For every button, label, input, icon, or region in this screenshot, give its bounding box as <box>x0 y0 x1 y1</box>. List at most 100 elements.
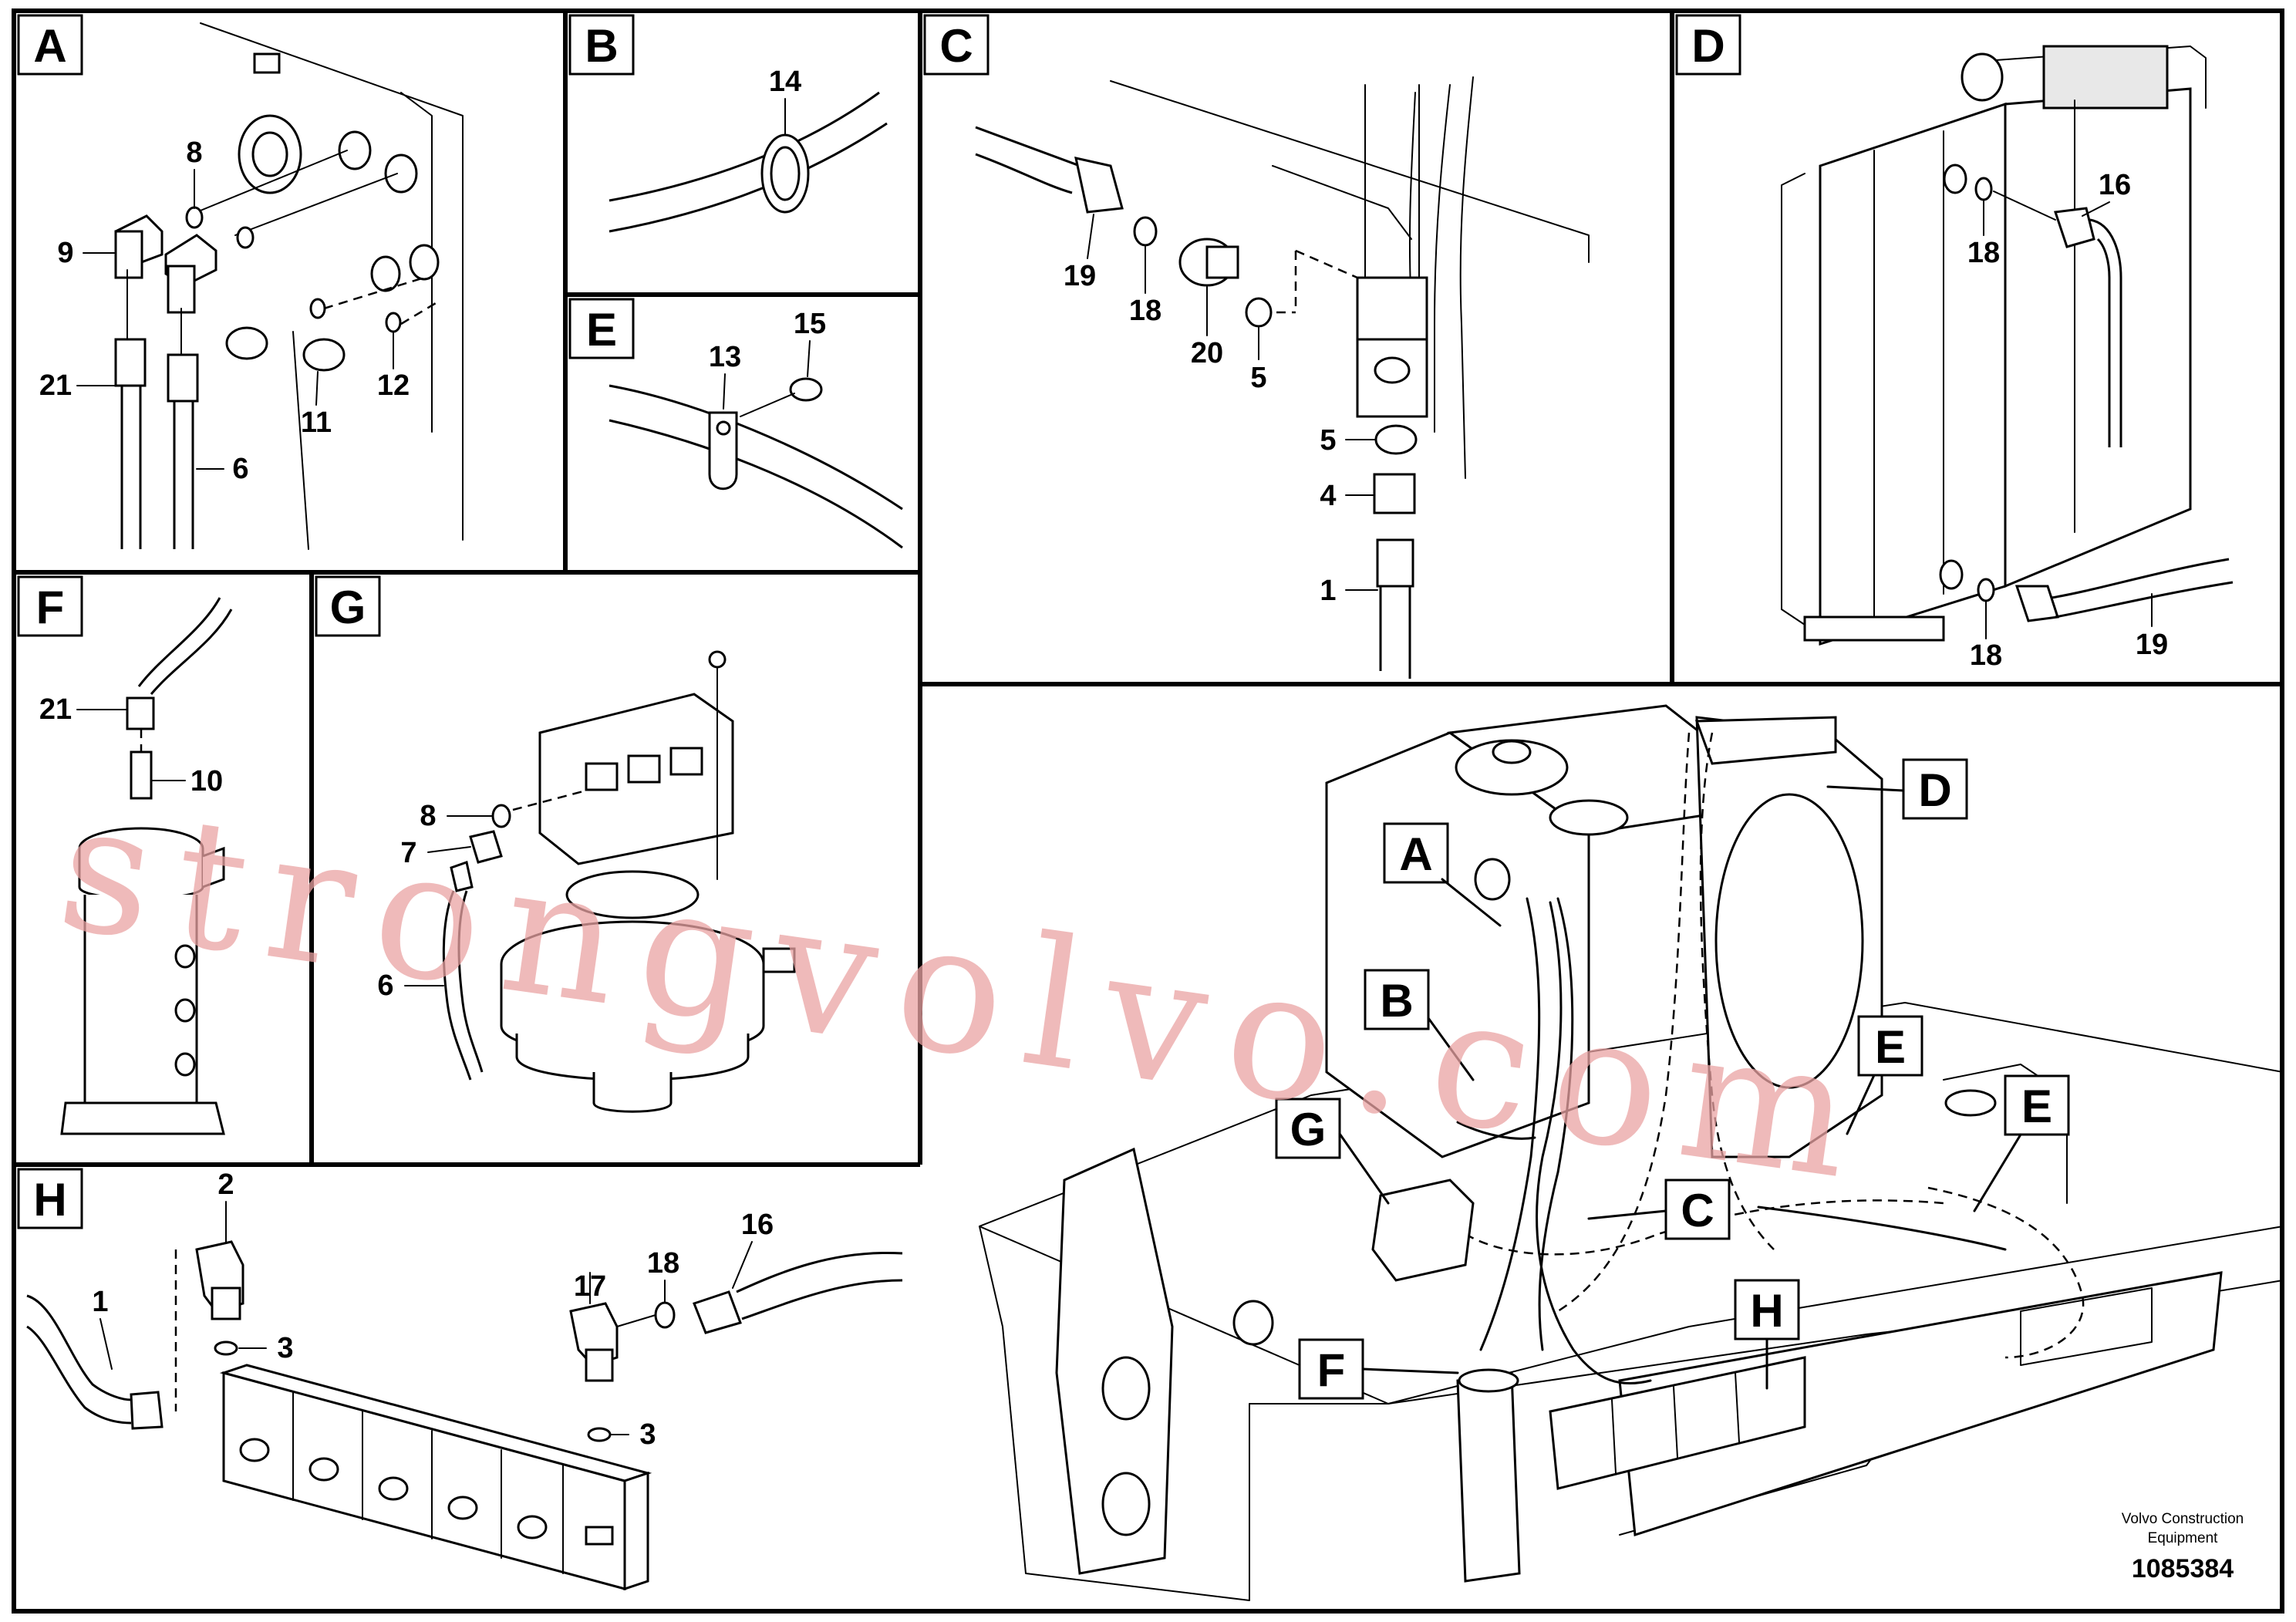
hose-e-bot <box>609 419 903 549</box>
callout-c-20: 20 <box>1191 337 1223 369</box>
leader-e-13 <box>723 373 726 410</box>
swivel-port-3 <box>174 1052 196 1077</box>
panel-d: D 16 18 18 19 <box>1675 14 2234 672</box>
cv-port-2 <box>308 1457 339 1482</box>
panel-letter-b: B <box>585 20 618 72</box>
c-o-ring-18 <box>1133 216 1158 247</box>
callout-c-5b: 5 <box>1320 424 1336 457</box>
hose-cooler-dashed <box>1699 732 1775 1250</box>
leader-h-16 <box>732 1241 753 1289</box>
c-nut-4 <box>1373 473 1416 514</box>
cooler-right-core <box>2004 87 2192 588</box>
g-hose-r <box>457 890 484 1073</box>
cooler-fins <box>2042 45 2169 110</box>
cv-port-1 <box>239 1438 270 1462</box>
hose-b-top <box>609 91 880 202</box>
h-elbow-2-body <box>211 1286 241 1320</box>
panel-letter-box-a <box>17 14 83 76</box>
motor-valve-port-1 <box>585 762 619 791</box>
tag-box-g <box>1275 1098 1341 1159</box>
tag-arrow-a <box>1441 878 1502 927</box>
d-hose-19-bot <box>2055 581 2234 619</box>
callout-c-19: 19 <box>1064 260 1096 292</box>
callout-c-5a: 5 <box>1250 362 1266 394</box>
callout-e-15: 15 <box>794 308 826 340</box>
cooler-base <box>1803 615 1945 642</box>
tank-edge-inner <box>400 92 433 433</box>
leader-e-15 <box>807 340 811 377</box>
callout-e-13: 13 <box>709 341 741 373</box>
callout-a-21: 21 <box>39 369 72 402</box>
overview-callouts: A B C D E E F G H <box>1275 758 2070 1400</box>
h-o-ring-3b <box>587 1427 612 1442</box>
callout-a-6: 6 <box>232 453 248 485</box>
ocv-sec-1 <box>1611 1399 1617 1474</box>
counterweight-face <box>1618 1271 2223 1536</box>
g-dash <box>512 789 587 811</box>
callout-f-10: 10 <box>190 765 223 798</box>
callout-a-11: 11 <box>301 406 332 439</box>
elbow-9-body <box>114 230 143 279</box>
tag-arrow-f <box>1361 1367 1459 1374</box>
maker-line-2: Equipment <box>2148 1530 2219 1546</box>
motor-neck <box>565 870 700 919</box>
hose-tank-2 <box>1538 897 1574 1351</box>
motor-side-port <box>762 947 796 973</box>
motor-valve-port-2 <box>627 754 661 784</box>
panel-letter-box-d <box>1675 14 1741 76</box>
cv-port-4 <box>447 1496 478 1520</box>
f-hose-l <box>137 597 221 687</box>
callout-c-18: 18 <box>1129 295 1161 327</box>
callout-b-14: 14 <box>769 66 801 98</box>
hose-e-solid <box>1757 1206 2007 1251</box>
swivel-port-2 <box>174 998 196 1023</box>
d-port-top <box>1943 164 1967 194</box>
tank-port-large-bore <box>251 131 288 177</box>
c-hose-2 <box>1459 76 1474 479</box>
o-ring-8 <box>185 206 204 229</box>
hose-end-21 <box>114 338 147 387</box>
control-valve-end <box>623 1471 649 1591</box>
tag-g: G <box>1290 1104 1327 1155</box>
motor-dipstick-ring <box>708 650 727 669</box>
callout-h-2: 2 <box>217 1168 234 1201</box>
outer-frame <box>12 8 2284 1614</box>
swivel-base <box>60 1101 225 1135</box>
callout-g-7: 7 <box>400 837 416 869</box>
callout-c-1: 1 <box>1320 575 1336 607</box>
callout-f-21: 21 <box>39 693 72 726</box>
c-fitting-1 <box>1376 538 1414 588</box>
tag-f: F <box>1317 1344 1346 1396</box>
tank-edge <box>200 22 464 541</box>
right-cover <box>2020 1287 2153 1366</box>
panel-letter-box-b <box>568 14 635 76</box>
o-ring-8b <box>236 226 255 249</box>
tank-port-1 <box>338 130 372 170</box>
panel-letter-g: G <box>330 582 366 633</box>
leader-h-1 <box>99 1318 113 1370</box>
h-nut-16 <box>693 1290 742 1334</box>
callout-h-3a: 3 <box>277 1332 293 1364</box>
tag-a: A <box>1399 828 1432 880</box>
d-hose-19-top <box>2051 558 2230 599</box>
maker-line-1: Volvo Construction <box>2122 1511 2244 1527</box>
cooler-side-frame <box>1781 173 1805 626</box>
cv-port-5 <box>517 1515 548 1539</box>
h-hose-16-top <box>736 1251 903 1293</box>
clamp-13-hole <box>716 420 731 436</box>
d-o-ring-18a <box>1974 177 1993 201</box>
leader-a-11 <box>315 371 319 406</box>
tag-e2: E <box>2021 1081 2052 1132</box>
c-o-ring-5b <box>1374 424 1418 455</box>
tag-box-b <box>1364 969 1430 1030</box>
tag-e1: E <box>1875 1021 1906 1073</box>
o-ring-11a <box>309 298 326 319</box>
bolt-line <box>740 393 795 417</box>
elbow-6-body <box>167 265 196 314</box>
dash-a1 <box>323 276 425 310</box>
panel-letter-box-f <box>17 575 83 637</box>
panel-letter-box-e <box>568 298 635 359</box>
ocv-sec-3 <box>1735 1372 1740 1443</box>
callout-d-18a: 18 <box>1967 237 2000 269</box>
